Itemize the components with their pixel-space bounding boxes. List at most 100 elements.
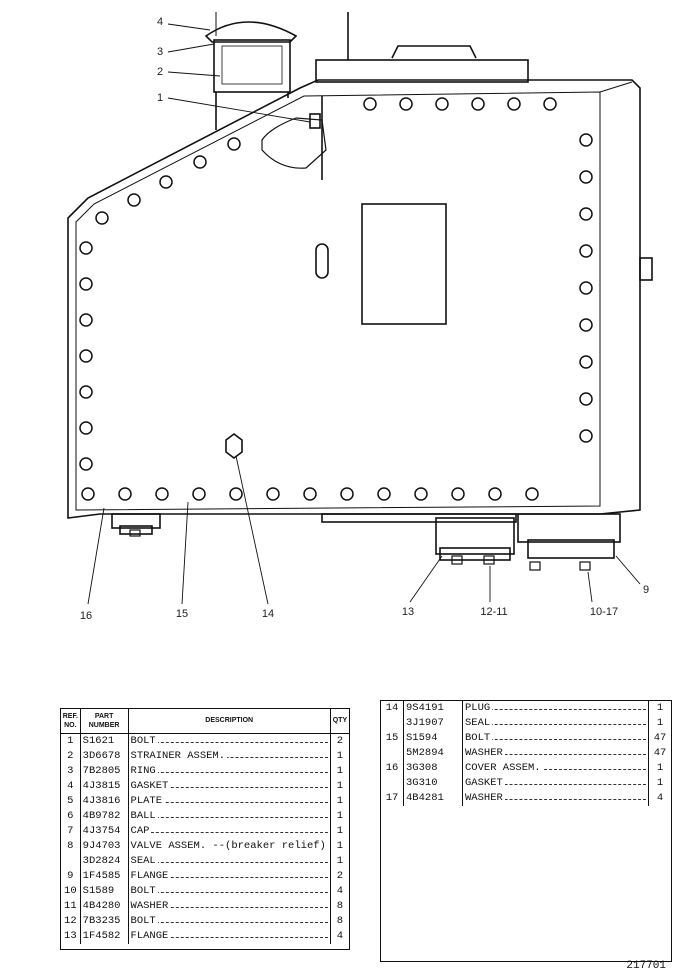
callout-3: 3	[156, 46, 164, 58]
bolt-head	[79, 349, 93, 363]
cell-ref-no: 9	[61, 868, 81, 884]
cell-qty: 1	[648, 716, 671, 731]
cell-ref-no: 15	[381, 731, 404, 746]
bolt-head	[118, 487, 132, 501]
description-text: WASHER	[465, 747, 505, 759]
cell-ref-no: 5	[61, 793, 81, 809]
bolt-head	[399, 97, 413, 111]
cell-part-number: 9S4191	[403, 701, 463, 716]
description-text: CAP	[130, 824, 152, 837]
callout-4: 4	[156, 16, 164, 28]
cell-description: GASKET	[128, 779, 330, 794]
cell-description: WASHER	[128, 899, 330, 914]
cell-qty: 1	[329, 748, 349, 764]
cell-description: PLATE	[128, 794, 330, 809]
bolt-head	[488, 487, 502, 501]
cell-qty: 1	[329, 853, 349, 869]
cell-qty: 1	[329, 823, 349, 839]
cell-description: CAP	[128, 824, 330, 839]
cell-ref-no: 16	[381, 761, 404, 776]
cell-description: COVER ASSEM.	[463, 761, 649, 776]
description-text: FLANGE	[130, 869, 171, 882]
bolt-head	[525, 487, 539, 501]
cell-description: FLANGE	[128, 929, 330, 944]
cell-qty: 1	[329, 778, 349, 794]
cell-ref-no: 14	[381, 701, 404, 716]
perimeter-bolts	[79, 97, 593, 501]
bolt-head	[79, 421, 93, 435]
description-text: RING	[130, 764, 158, 777]
bolt-head	[579, 244, 593, 258]
bolt-head	[579, 429, 593, 443]
cell-ref-no	[381, 716, 404, 731]
cell-part-number: 4B4280	[80, 898, 129, 914]
cell-part-number: 3G310	[403, 776, 463, 791]
callout-12-11: 12-11	[480, 606, 508, 618]
cell-part-number: 7B2805	[80, 763, 129, 779]
cell-ref-no: 7	[61, 823, 81, 839]
exploded-parts-drawing	[67, 12, 653, 605]
cell-part-number: 9J4703	[80, 838, 129, 854]
callout-10-17: 10-17	[589, 606, 619, 618]
description-text: GASKET	[465, 777, 505, 789]
cell-qty: 4	[329, 883, 349, 899]
description-text: BOLT	[465, 732, 493, 744]
cell-description: FLANGE	[128, 869, 330, 884]
cell-ref-no: 4	[61, 778, 81, 794]
cell-part-number: 1F4585	[80, 868, 129, 884]
description-text: WASHER	[130, 899, 171, 912]
cell-ref-no: 10	[61, 883, 81, 899]
bolt-head	[127, 193, 141, 207]
cell-description: GASKET	[463, 776, 649, 791]
bolt-head	[414, 487, 428, 501]
bolt-head	[543, 97, 557, 111]
description-text: WASHER	[465, 792, 505, 804]
cell-qty: 4	[648, 791, 671, 806]
bolt-head	[79, 241, 93, 255]
bolt-head	[363, 97, 377, 111]
bolt-head	[79, 385, 93, 399]
cell-description: BALL	[128, 809, 330, 824]
cell-part-number: 1F4582	[80, 928, 129, 944]
description-text: FLANGE	[130, 929, 171, 942]
cell-ref-no	[381, 746, 404, 761]
bolt-head	[192, 487, 206, 501]
cell-description: WASHER	[463, 791, 649, 806]
bolt-head	[579, 281, 593, 295]
cell-qty: 1	[648, 701, 671, 716]
cell-ref-no: 12	[61, 913, 81, 929]
bolt-head	[227, 137, 241, 151]
bolt-head	[579, 355, 593, 369]
cell-part-number: 7B3235	[80, 913, 129, 929]
bolt-head	[451, 487, 465, 501]
bolt-head	[155, 487, 169, 501]
bolt-head	[79, 277, 93, 291]
cell-part-number: S1589	[80, 883, 129, 899]
cell-part-number: S1594	[403, 731, 463, 746]
cell-part-number: 3G308	[403, 761, 463, 776]
bolt-head	[579, 392, 593, 406]
cell-qty: 1	[648, 761, 671, 776]
cell-description: VALVE ASSEM. --(breaker relief)	[128, 839, 330, 854]
bolt-head	[95, 211, 109, 225]
cell-description: STRAINER ASSEM.	[128, 749, 330, 764]
bolt-head	[266, 487, 280, 501]
cell-qty: 1	[329, 793, 349, 809]
description-text: COVER ASSEM.	[465, 762, 543, 774]
description-text: BOLT	[130, 914, 158, 927]
description-text: GASKET	[130, 779, 171, 792]
bolt-head	[579, 207, 593, 221]
